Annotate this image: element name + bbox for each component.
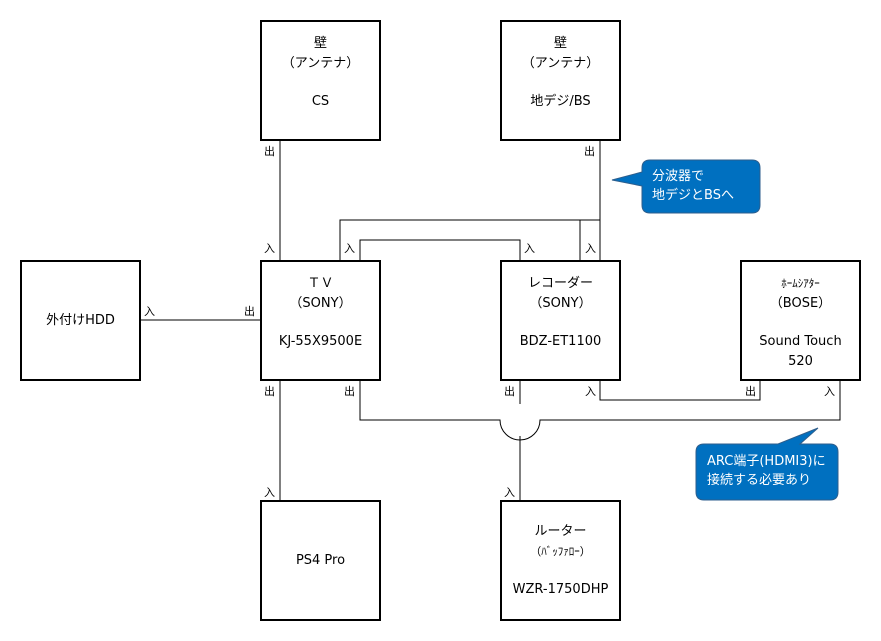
port-tv-out-hdd: 出 bbox=[244, 305, 255, 318]
wall-bs-signal: 地デジ/BS bbox=[530, 94, 591, 109]
tv-model: KJ-55X9500E bbox=[278, 334, 363, 349]
wall-antenna-bs-box: 壁 （アンテナ） 地デジ/BS bbox=[500, 20, 621, 141]
router-box: ルーター （ﾊﾞｯﾌｧﾛｰ） WZR-1750DHP bbox=[500, 500, 621, 621]
home-theater-label: ﾎｰﾑｼｱﾀｰ bbox=[781, 277, 820, 290]
wall-cs-label: 壁 bbox=[313, 36, 327, 51]
recorder-maker: （SONY） bbox=[529, 296, 592, 311]
wall-antenna-cs-box: 壁 （アンテナ） CS bbox=[260, 20, 381, 141]
port-tv-in-splitter: 入 bbox=[344, 242, 355, 255]
router-maker: （ﾊﾞｯﾌｧﾛｰ） bbox=[530, 545, 591, 558]
port-tv-out-ps4: 出 bbox=[264, 385, 275, 398]
recorder-model: BDZ-ET1100 bbox=[519, 334, 602, 349]
tv-label: ＴＶ bbox=[307, 276, 334, 291]
wall-bs-label: 壁 bbox=[553, 36, 567, 51]
recorder-box: レコーダー （SONY） BDZ-ET1100 bbox=[500, 260, 621, 381]
router-label: ルーター bbox=[534, 524, 587, 539]
port-tv-in-antenna: 入 bbox=[264, 242, 275, 255]
callout-splitter-text: 分波器で 地デジとBSへ bbox=[652, 167, 734, 205]
callout-arc-line2: 接続する必要あり bbox=[707, 473, 812, 488]
ps4-box: PS4 Pro bbox=[260, 500, 381, 621]
home-theater-box: ﾎｰﾑｼｱﾀｰ （BOSE） Sound Touch 520 bbox=[740, 260, 861, 381]
port-tv-out-arc: 出 bbox=[344, 385, 355, 398]
external-hdd-box: 外付けHDD bbox=[20, 260, 141, 381]
callout-splitter-line1: 分波器で bbox=[652, 169, 705, 184]
port-hdd-in: 入 bbox=[144, 305, 155, 318]
line-recorder-theater bbox=[599, 380, 761, 401]
recorder-label: レコーダー bbox=[527, 276, 593, 291]
router-model: WZR-1750DHP bbox=[512, 582, 609, 597]
port-ps4-in: 入 bbox=[264, 486, 275, 499]
tv-box: ＴＶ （SONY） KJ-55X9500E bbox=[260, 260, 381, 381]
port-theater-out: 出 bbox=[745, 385, 756, 398]
line-tv-recorder bbox=[359, 239, 521, 260]
home-theater-model: Sound Touch bbox=[759, 334, 842, 349]
port-cs-out: 出 bbox=[264, 145, 275, 158]
port-recorder-in-antenna: 入 bbox=[585, 242, 596, 255]
wall-cs-antenna: （アンテナ） bbox=[281, 56, 360, 71]
line-splitter-to-tv bbox=[339, 219, 600, 260]
callout-splitter-line2: 地デジとBSへ bbox=[652, 188, 734, 203]
callout-arc-text: ARC端子(HDMI3)に 接続する必要あり bbox=[707, 452, 826, 490]
home-theater-maker: （BOSE） bbox=[769, 296, 832, 311]
port-recorder-out-router: 出 bbox=[504, 385, 515, 398]
port-bs-out: 出 bbox=[584, 145, 595, 158]
hdd-label: 外付けHDD bbox=[46, 312, 115, 328]
tv-maker: （SONY） bbox=[289, 296, 352, 311]
callout-splitter-shape bbox=[611, 159, 761, 214]
port-recorder-in-theater: 入 bbox=[585, 385, 596, 398]
wall-cs-signal: CS bbox=[311, 94, 330, 109]
wall-bs-antenna: （アンテナ） bbox=[521, 56, 600, 71]
home-theater-model-number: 520 bbox=[788, 354, 813, 369]
port-router-in: 入 bbox=[504, 486, 515, 499]
port-recorder-in-loop: 入 bbox=[524, 242, 535, 255]
callout-arc-shape bbox=[695, 427, 839, 501]
callout-arc-line1: ARC端子(HDMI3)に bbox=[707, 454, 826, 469]
ps4-label: PS4 Pro bbox=[295, 552, 346, 568]
port-theater-in: 入 bbox=[824, 385, 835, 398]
